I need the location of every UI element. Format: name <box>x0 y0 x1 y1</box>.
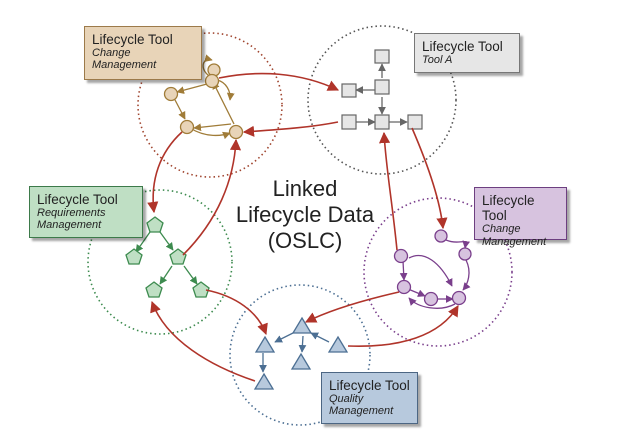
link-arrow <box>147 131 183 214</box>
change-right-node <box>423 291 439 307</box>
requirements-node <box>146 216 164 233</box>
change-right-node <box>393 248 409 264</box>
tool-box-change-top: Lifecycle Tool Change Management <box>84 26 202 80</box>
center-label: Linked Lifecycle Data (OSLC) <box>228 176 382 254</box>
tool-a-circle <box>307 25 457 175</box>
link-arrow <box>242 121 339 137</box>
tool-box-requirements: Lifecycle Tool Requirements Management <box>29 186 143 238</box>
tool-a-node <box>374 114 390 130</box>
tool-subtitle-line2: Management <box>37 219 102 232</box>
requirements-circle <box>87 189 233 335</box>
change-top-node <box>228 124 244 140</box>
tool-title: Lifecycle Tool <box>329 378 410 393</box>
quality-node <box>291 316 313 334</box>
tool-box-tool-a: Lifecycle Tool Tool A <box>414 33 520 73</box>
tool-a-node <box>341 83 357 98</box>
tool-title: Lifecycle Tool <box>92 32 173 47</box>
center-line2: Lifecycle Data <box>235 201 375 227</box>
change-top-nodes <box>163 63 244 140</box>
link-arrow <box>411 127 448 230</box>
center-line3: (OSLC) <box>267 227 343 253</box>
link-arrow <box>150 300 256 382</box>
change-top-node <box>179 119 195 135</box>
change-right-node <box>451 290 467 306</box>
requirements-node <box>169 248 187 265</box>
tool-a-node <box>407 114 423 130</box>
tool-box-change-right: Lifecycle Tool Change Management <box>474 187 567 248</box>
tool-title: Lifecycle Tool <box>422 39 503 54</box>
link-arrow <box>218 72 340 91</box>
change-right-nodes <box>393 229 472 307</box>
quality-graph <box>259 332 330 373</box>
tool-title: Lifecycle Tool <box>482 193 535 224</box>
quality-node <box>327 335 349 353</box>
requirements-node <box>125 248 143 265</box>
tool-subtitle-line2: Management <box>92 59 157 72</box>
tool-a-nodes <box>341 49 423 130</box>
quality-node <box>253 372 275 390</box>
requirements-node <box>192 281 210 298</box>
tool-subtitle-line1: Quality <box>329 393 364 406</box>
quality-node <box>254 335 276 353</box>
link-arrow <box>304 291 400 323</box>
change-top-node <box>204 73 220 89</box>
link-arrow <box>182 138 242 256</box>
change-right-node <box>434 229 448 243</box>
change-right-circle <box>363 197 513 347</box>
change-top-circle <box>137 32 283 178</box>
tool-subtitle-line1: Tool A <box>422 54 453 67</box>
change-right-node <box>396 279 412 295</box>
tool-subtitle-line1: Requirements <box>37 207 106 220</box>
quality-nodes <box>253 316 349 390</box>
change-top-node <box>163 86 179 102</box>
link-arrow <box>347 305 459 348</box>
center-line1: Linked <box>272 176 338 201</box>
link-arrows <box>147 72 459 382</box>
tool-subtitle-line1: Change <box>482 223 521 236</box>
requirements-graph <box>135 231 198 285</box>
quality-node <box>290 352 312 370</box>
tool-title: Lifecycle Tool <box>37 192 118 207</box>
quality-circle <box>229 284 371 426</box>
change-right-node <box>458 247 472 261</box>
link-arrow <box>205 289 268 336</box>
tool-a-node <box>341 114 357 130</box>
link-arrow <box>378 131 398 251</box>
tool-a-node <box>374 49 390 64</box>
tool-subtitle-line2: Management <box>482 235 547 248</box>
tool-a-graph <box>355 63 408 126</box>
tool-subtitle-line1: Change <box>92 47 131 60</box>
requirements-node <box>145 281 163 298</box>
tool-a-node <box>374 79 390 95</box>
tool-box-quality: Lifecycle Tool Quality Management <box>321 372 418 424</box>
tool-subtitle-line2: Management <box>329 405 394 418</box>
